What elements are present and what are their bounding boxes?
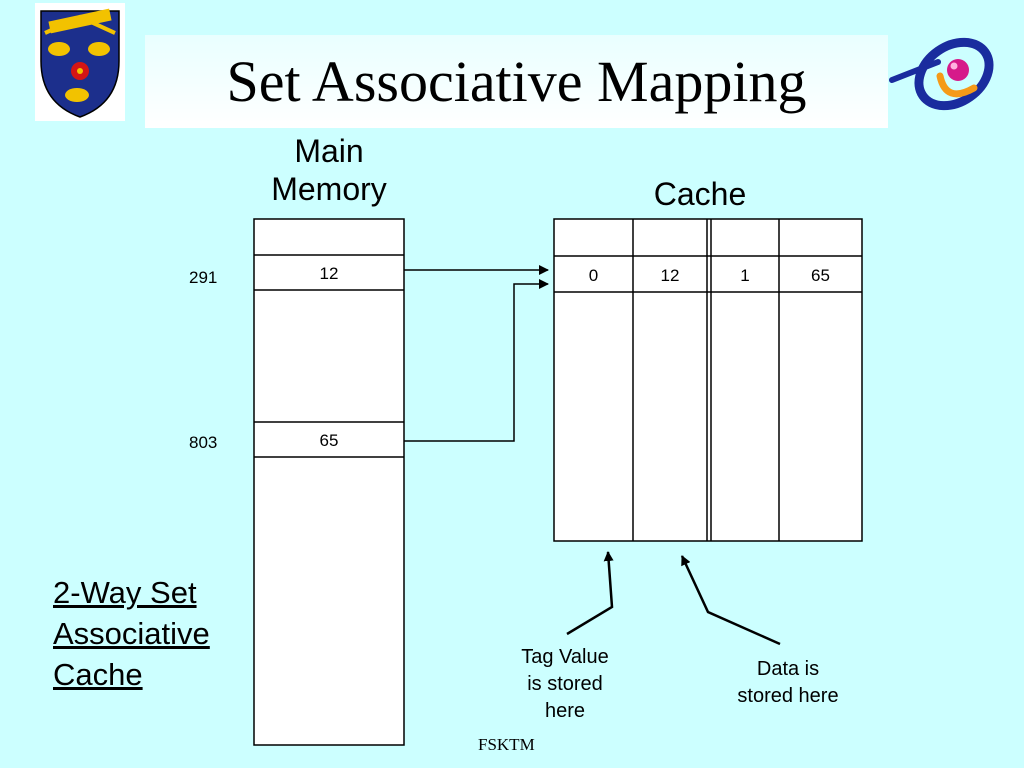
memory-value-803: 65 — [319, 431, 339, 450]
cache-tag-way1: 0 — [588, 266, 599, 285]
two-way-label-line1: 2-Way Set — [53, 575, 197, 610]
main-memory-column — [253, 218, 405, 746]
main-memory-label-line2: Memory — [271, 171, 387, 207]
tag-caption-line1: Tag Value — [521, 646, 609, 668]
cache-table — [553, 218, 863, 542]
tag-caption-line2: is stored — [527, 673, 603, 695]
address-291: 291 — [189, 268, 218, 287]
data-pointer-arrow — [680, 555, 781, 646]
tag-pointer-arrow — [566, 551, 614, 636]
university-crest-logo — [35, 3, 125, 121]
conference-logo — [889, 37, 994, 111]
cache-data-way2: 65 — [811, 266, 830, 285]
slide-title: Set Associative Mapping — [226, 49, 807, 114]
title-banner: Set Associative Mapping — [145, 35, 888, 128]
data-caption: Data is stored here — [708, 656, 868, 710]
arrow-803-to-cache — [404, 279, 549, 442]
tag-caption: Tag Value is stored here — [490, 644, 640, 725]
data-caption-line2: stored here — [737, 685, 839, 707]
main-memory-label: Main Memory — [229, 132, 429, 208]
two-way-cache-label: 2-Way Set Associative Cache — [53, 572, 210, 695]
two-way-label-line3: Cache — [53, 657, 143, 692]
cache-label: Cache — [653, 176, 747, 212]
two-way-label-line2: Associative — [53, 616, 210, 651]
cache-data-way1: 12 — [660, 266, 680, 285]
footer-text: FSKTM — [478, 735, 535, 754]
main-memory-label-line1: Main — [294, 133, 364, 169]
tag-caption-line3: here — [544, 700, 586, 722]
data-caption-line1: Data is — [756, 658, 820, 680]
cache-tag-way2: 1 — [740, 266, 750, 285]
memory-value-291: 12 — [319, 264, 339, 283]
address-803: 803 — [189, 433, 218, 452]
